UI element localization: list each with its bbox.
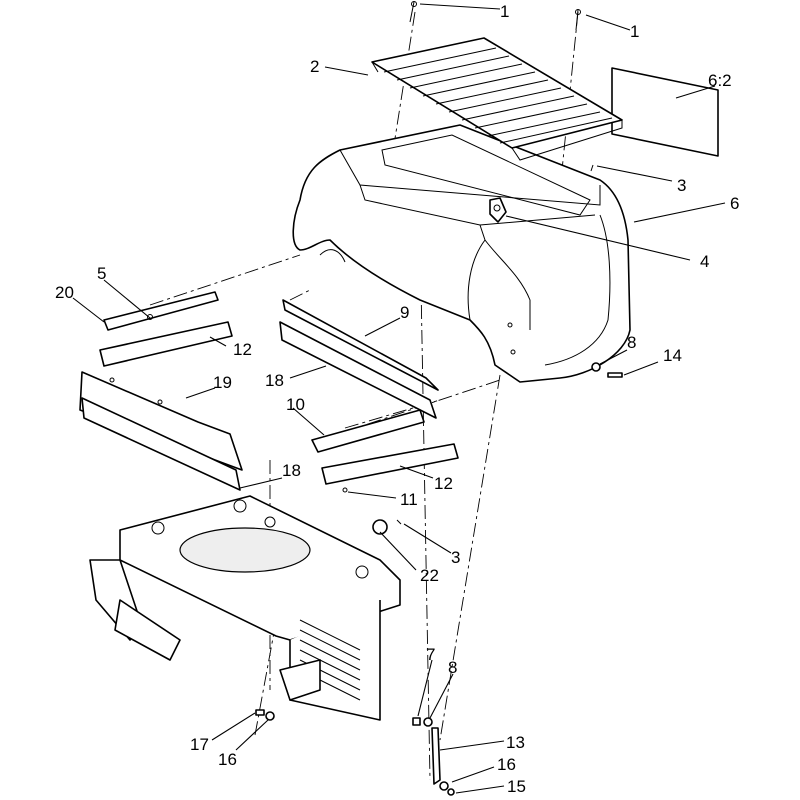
leader-lines: [72, 3, 726, 794]
callout-22: 22: [420, 566, 439, 585]
latch: [489, 164, 594, 223]
callout-3: 3: [451, 548, 460, 567]
callout-6-2: 6:2: [708, 71, 732, 90]
callout-1: 1: [630, 22, 639, 41]
callout-8: 8: [448, 658, 457, 677]
callout-9: 9: [400, 303, 409, 322]
callout-6: 6: [730, 194, 739, 213]
left-brackets: [79, 291, 243, 491]
callout-18: 18: [282, 461, 301, 480]
callout-10: 10: [286, 395, 305, 414]
callout-17: 17: [190, 735, 209, 754]
callout-18: 18: [265, 371, 284, 390]
callout-1: 1: [500, 2, 509, 21]
callout-labels: 1 1 2 6:2 3 6 4 5 20 12 9 18 19 8 14 10 …: [55, 2, 739, 796]
callout-8: 8: [627, 333, 636, 352]
callout-7: 7: [426, 645, 435, 664]
callout-4: 4: [700, 252, 709, 271]
decal-panel: [611, 67, 719, 157]
callout-12: 12: [233, 340, 252, 359]
callout-3: 3: [677, 176, 686, 195]
hardware-lower: [255, 362, 623, 796]
callout-13: 13: [506, 733, 525, 752]
callout-11: 11: [400, 490, 418, 509]
grille: [371, 37, 623, 161]
callout-16: 16: [497, 755, 516, 774]
callout-5: 5: [97, 264, 106, 283]
center-rails: [279, 299, 459, 493]
hood: [292, 124, 631, 383]
callout-20: 20: [55, 283, 74, 302]
callout-14: 14: [663, 346, 682, 365]
callout-12: 12: [434, 474, 453, 493]
callout-15: 15: [507, 777, 526, 796]
frame-assembly: [89, 495, 402, 721]
callout-19: 19: [213, 373, 232, 392]
screws: [409, 1, 581, 31]
callout-16: 16: [218, 750, 237, 769]
callout-2: 2: [310, 57, 319, 76]
